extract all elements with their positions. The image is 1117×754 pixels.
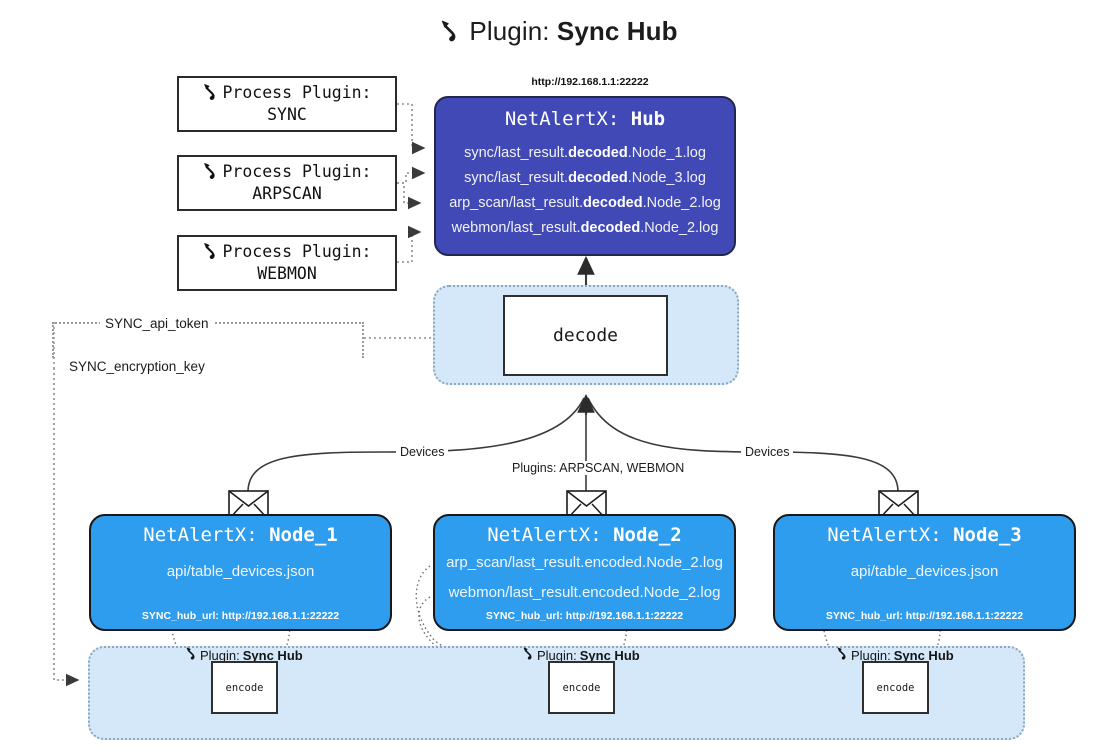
process-plugin-value: ARPSCAN xyxy=(252,184,322,203)
config-label-api-token: SYNC_api_token xyxy=(100,316,214,331)
hub-title-prefix: NetAlertX: xyxy=(504,108,620,130)
process-plugin-value: SYNC xyxy=(267,105,307,124)
hub-log-1: sync/last_result.decoded.Node_1.log xyxy=(464,141,706,166)
log-mid: decoded xyxy=(582,194,643,211)
log-pre: webmon/last_result. xyxy=(451,219,581,236)
plug-icon xyxy=(202,161,222,183)
encode-box-node-1[interactable]: encode xyxy=(211,661,278,714)
plugin-label-node-2: Plugin:Sync Hub xyxy=(522,646,640,664)
decode-box[interactable]: decode xyxy=(503,295,668,376)
edge-label-devices-left: Devices xyxy=(396,445,449,459)
log-pre: sync/last_result. xyxy=(464,145,569,161)
plug-icon xyxy=(202,241,222,263)
log-post: .Node_2.log xyxy=(642,194,721,211)
node-box-node-1[interactable]: NetAlertX: Node_1 api/table_devices.json… xyxy=(89,514,392,631)
node-line: api/table_devices.json xyxy=(166,563,315,580)
title-name: Sync Hub xyxy=(556,16,678,46)
node-title-prefix: NetAlertX: xyxy=(487,524,602,546)
encode-box-node-3[interactable]: encode xyxy=(862,661,929,714)
node-title-prefix: NetAlertX: xyxy=(143,524,258,546)
process-plugin-label: Process Plugin: xyxy=(222,161,372,181)
node-title-name: Node_1 xyxy=(269,524,338,546)
plugin-label-node-3: Plugin:Sync Hub xyxy=(836,646,954,664)
edge-label-plugins: Plugins: ARPSCAN, WEBMON xyxy=(508,461,689,475)
process-plugin-value: WEBMON xyxy=(257,264,317,283)
process-plugin-webmon[interactable]: Process Plugin: WEBMON xyxy=(177,235,397,291)
page-title: Plugin: Sync Hub xyxy=(0,16,1117,51)
node-footer: SYNC_hub_url: http://192.168.1.1:22222 xyxy=(485,610,684,622)
hub-title-name: Hub xyxy=(630,108,666,130)
plug-icon xyxy=(439,18,465,51)
node-line: api/table_devices.json xyxy=(850,563,999,580)
hub-title: NetAlertX: Hub xyxy=(505,108,665,130)
process-plugin-sync[interactable]: Process Plugin: SYNC xyxy=(177,76,397,132)
plug-icon xyxy=(202,82,222,104)
config-label-encryption-key: SYNC_encryption_key xyxy=(64,359,210,374)
log-mid: decoded xyxy=(568,169,628,186)
node-title: NetAlertX: Node_2 xyxy=(487,524,681,546)
log-mid: decoded xyxy=(568,145,628,161)
hub-log-3: arp_scan/last_result.decoded.Node_2.log xyxy=(449,191,721,216)
hub-url: http://192.168.1.1:22222 xyxy=(531,76,649,88)
plugin-label-name: Sync Hub xyxy=(242,647,303,663)
node-title: NetAlertX: Node_3 xyxy=(827,524,1021,546)
log-pre: sync/last_result. xyxy=(464,169,569,186)
plug-icon xyxy=(185,646,200,664)
log-post: .Node_2.log xyxy=(640,219,719,236)
edge-label-devices-right: Devices xyxy=(741,445,794,459)
node-footer: SYNC_hub_url: http://192.168.1.1:22222 xyxy=(141,610,340,622)
plugin-label-name: Sync Hub xyxy=(893,647,954,663)
node-box-node-2[interactable]: NetAlertX: Node_2 arp_scan/last_result.e… xyxy=(433,514,736,631)
plug-icon xyxy=(522,646,537,664)
hub-log-4: webmon/last_result.decoded.Node_2.log xyxy=(452,216,719,241)
log-mid: decoded xyxy=(580,219,641,236)
title-prefix: Plugin: xyxy=(469,16,550,46)
encode-box-node-2[interactable]: encode xyxy=(548,661,615,714)
node-box-node-3[interactable]: NetAlertX: Node_3 api/table_devices.json… xyxy=(773,514,1076,631)
node-line: webmon/last_result.encoded.Node_2.log xyxy=(448,583,721,601)
process-plugin-arpscan[interactable]: Process Plugin: ARPSCAN xyxy=(177,155,397,211)
log-pre: arp_scan/last_result. xyxy=(449,194,583,211)
node-title-prefix: NetAlertX: xyxy=(827,524,942,546)
log-post: .Node_1.log xyxy=(627,145,706,161)
plugin-label-prefix: Plugin: xyxy=(200,647,240,663)
plug-icon xyxy=(836,646,851,664)
plugin-label-prefix: Plugin: xyxy=(851,647,891,663)
process-plugin-label: Process Plugin: xyxy=(222,241,372,261)
plugin-label-name: Sync Hub xyxy=(579,647,640,663)
node-line: arp_scan/last_result.encoded.Node_2.log xyxy=(446,554,723,571)
hub-log-2: sync/last_result.decoded.Node_3.log xyxy=(464,166,706,191)
plugin-label-node-1: Plugin:Sync Hub xyxy=(185,646,303,664)
node-footer: SYNC_hub_url: http://192.168.1.1:22222 xyxy=(825,610,1024,622)
node-title-name: Node_2 xyxy=(613,524,682,546)
node-title: NetAlertX: Node_1 xyxy=(143,524,337,546)
process-plugin-label: Process Plugin: xyxy=(222,82,372,102)
hub-node[interactable]: NetAlertX: Hub sync/last_result.decoded.… xyxy=(434,96,736,256)
node-title-name: Node_3 xyxy=(953,524,1022,546)
plugin-label-prefix: Plugin: xyxy=(537,647,577,663)
log-post: .Node_3.log xyxy=(627,169,706,186)
